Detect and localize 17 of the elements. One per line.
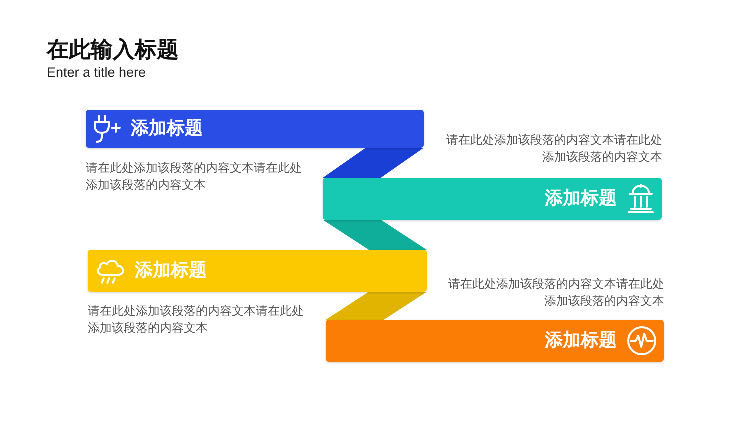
ribbon-banner [323,178,662,220]
ribbon-fold [323,220,427,250]
description-text: 请在此处添加该段落的内容文本请在此处添加该段落的内容文本 [447,276,664,310]
description-text: 请在此处添加该段落的内容文本请在此处添加该段落的内容文本 [88,303,305,337]
banner-heading: 添加标题 [545,188,617,210]
description-text: 请在此处添加该段落的内容文本请在此处添加该段落的内容文本 [445,132,662,166]
ribbon-banner [88,250,427,292]
ribbon-banner [86,110,424,148]
ribbon-fold [326,292,427,320]
title: 在此输入标题 [47,37,179,63]
banner-heading: 添加标题 [131,118,203,140]
banner-heading: 添加标题 [135,260,207,282]
ribbon-fold [323,148,424,178]
subtitle: Enter a title here [47,64,146,81]
description-text: 请在此处添加该段落的内容文本请在此处添加该段落的内容文本 [86,160,303,194]
ribbon-banner [326,320,664,362]
banner-heading: 添加标题 [545,330,617,352]
